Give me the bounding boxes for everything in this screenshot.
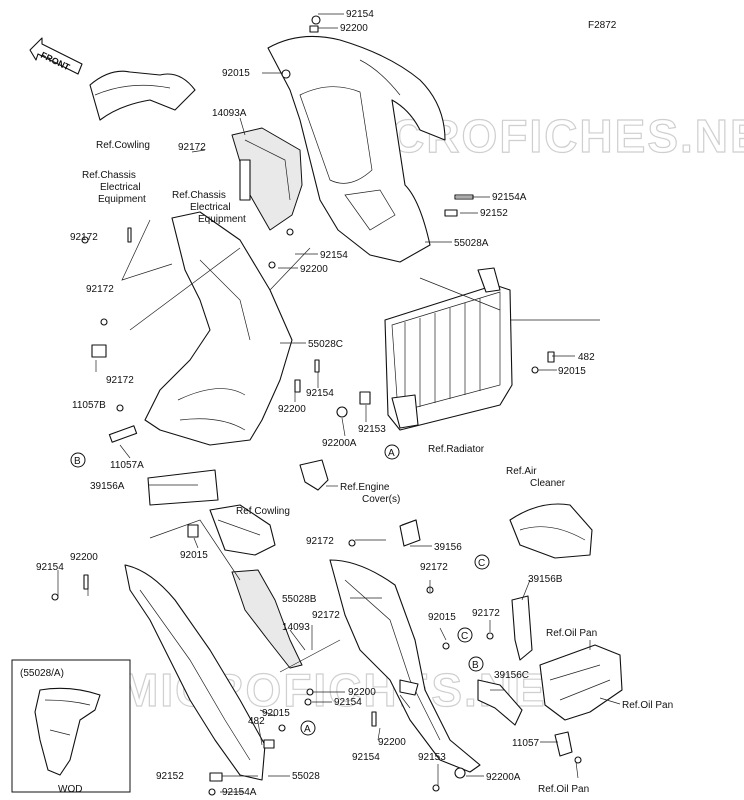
label-92172: 92172 — [106, 375, 134, 386]
label-92172: 92172 — [86, 284, 114, 295]
ref-chassis2-line3: Equipment — [198, 214, 246, 225]
ref-oil-pan-3: Ref.Oil Pan — [538, 784, 589, 795]
label-92154a: 92154A — [222, 787, 257, 798]
leader-lines — [57, 13, 621, 793]
label-92172: 92172 — [70, 232, 98, 243]
label-92172: 92172 — [306, 536, 334, 547]
label-92015: 92015 — [428, 612, 456, 623]
radiator-part — [384, 267, 513, 431]
label-14093: 14093 — [282, 622, 310, 633]
inner-panel-55028c-part — [144, 211, 293, 446]
ref-engine-cover-line1: Ref.Engine — [340, 482, 390, 493]
label-39156a: 39156A — [90, 481, 125, 492]
ref-chassis-line2: Electrical — [100, 182, 141, 193]
label-92200: 92200 — [300, 264, 328, 275]
label-92015: 92015 — [180, 550, 208, 561]
label-92154a: 92154A — [492, 192, 527, 203]
label-11057b: 11057B — [72, 400, 106, 411]
callout-markers: A B C C B A — [70, 444, 490, 736]
ref-cowling-mid: Ref.Cowling — [236, 506, 290, 517]
air-cleaner-reference-part — [509, 503, 593, 559]
label-92200: 92200 — [70, 552, 98, 563]
label-92172: 92172 — [178, 142, 206, 153]
label-92015: 92015 — [262, 708, 290, 719]
callout-a-lower: A — [304, 724, 311, 735]
label-92154: 92154 — [320, 250, 348, 261]
label-39156b: 39156B — [528, 574, 563, 585]
label-92200a: 92200A — [322, 438, 357, 449]
cowling-reference-part — [89, 70, 196, 121]
callout-a-upper: A — [388, 448, 395, 459]
engine-cover-reference-part — [299, 459, 329, 491]
inset-55028a: (55028/A) WOD — [11, 659, 131, 795]
label-55028c: 55028C — [308, 339, 343, 350]
label-55028a: 55028A — [454, 238, 489, 249]
lower-fairing-55028b-part — [329, 559, 481, 773]
ref-oil-pan-2: Ref.Oil Pan — [622, 700, 673, 711]
ref-chassis2-line2: Electrical — [190, 202, 231, 213]
watermark-upper: MICROFICHES.NET — [336, 110, 744, 162]
label-92152: 92152 — [480, 208, 508, 219]
oil-pan-reference-part — [539, 644, 623, 721]
cowling-reference-lower-part — [209, 504, 276, 556]
inset-title: (55028/A) — [20, 668, 64, 679]
callout-b-upper: B — [74, 456, 81, 467]
ref-chassis-line3: Equipment — [98, 194, 146, 205]
label-92154: 92154 — [36, 562, 64, 573]
label-92154: 92154 — [334, 697, 362, 708]
pad-39156a-part — [147, 469, 219, 506]
ref-air-cleaner-line1: Ref.Air — [506, 466, 537, 477]
label-55028b: 55028B — [282, 594, 317, 605]
ref-engine-cover-line2: Cover(s) — [362, 494, 400, 505]
label-92200: 92200 — [278, 404, 306, 415]
label-92015: 92015 — [558, 366, 586, 377]
label-39156c: 39156C — [494, 670, 529, 681]
label-92200: 92200 — [340, 23, 368, 34]
ref-radiator: Ref.Radiator — [428, 444, 485, 455]
label-92172: 92172 — [472, 608, 500, 619]
callout-c-lower: C — [461, 631, 468, 642]
label-11057a: 11057A — [110, 460, 144, 471]
label-92154: 92154 — [352, 752, 380, 763]
label-14093a: 14093A — [212, 108, 247, 119]
label-92200a: 92200A — [486, 772, 521, 783]
label-482: 482 — [578, 352, 595, 363]
duct-14093-part — [231, 569, 303, 669]
front-arrow-icon: FRONT — [29, 37, 83, 75]
lower-hardware-group — [51, 519, 582, 796]
label-92172: 92172 — [312, 610, 340, 621]
label-92153: 92153 — [418, 752, 446, 763]
label-92153: 92153 — [358, 424, 386, 435]
label-92154: 92154 — [306, 388, 334, 399]
reference-labels: Ref.Cowling Ref.Chassis Electrical Equip… — [82, 140, 673, 795]
label-92172: 92172 — [420, 562, 448, 573]
label-92200: 92200 — [378, 737, 406, 748]
label-92154: 92154 — [346, 9, 374, 20]
ref-cowling-top: Ref.Cowling — [96, 140, 150, 151]
upper-fairing-part — [267, 35, 446, 263]
label-39156: 39156 — [434, 542, 462, 553]
label-11057: 11057 — [512, 738, 540, 749]
figure-code: F2872 — [588, 20, 617, 31]
callout-b-lower: B — [472, 660, 479, 671]
ref-oil-pan-1: Ref.Oil Pan — [546, 628, 597, 639]
label-55028: 55028 — [292, 771, 320, 782]
label-482: 482 — [248, 716, 265, 727]
ref-chassis2-line1: Ref.Chassis — [172, 190, 226, 201]
pad-39156c-part — [477, 679, 523, 726]
pad-39156b-part — [511, 595, 533, 661]
lower-fairing-55028-part — [124, 564, 266, 781]
small-hardware-group — [81, 15, 555, 443]
inset-footer: WOD — [58, 784, 82, 795]
callout-c-upper: C — [478, 558, 485, 569]
label-92015: 92015 — [222, 68, 250, 79]
label-92152: 92152 — [156, 771, 184, 782]
ref-air-cleaner-line2: Cleaner — [530, 478, 566, 489]
part-number-labels: 92154 92200 92015 14093A 92172 92154A 92… — [36, 9, 595, 798]
bracket-part — [239, 159, 251, 201]
duct-14093a-part — [231, 127, 303, 231]
ref-chassis-line1: Ref.Chassis — [82, 170, 136, 181]
label-92200: 92200 — [348, 687, 376, 698]
